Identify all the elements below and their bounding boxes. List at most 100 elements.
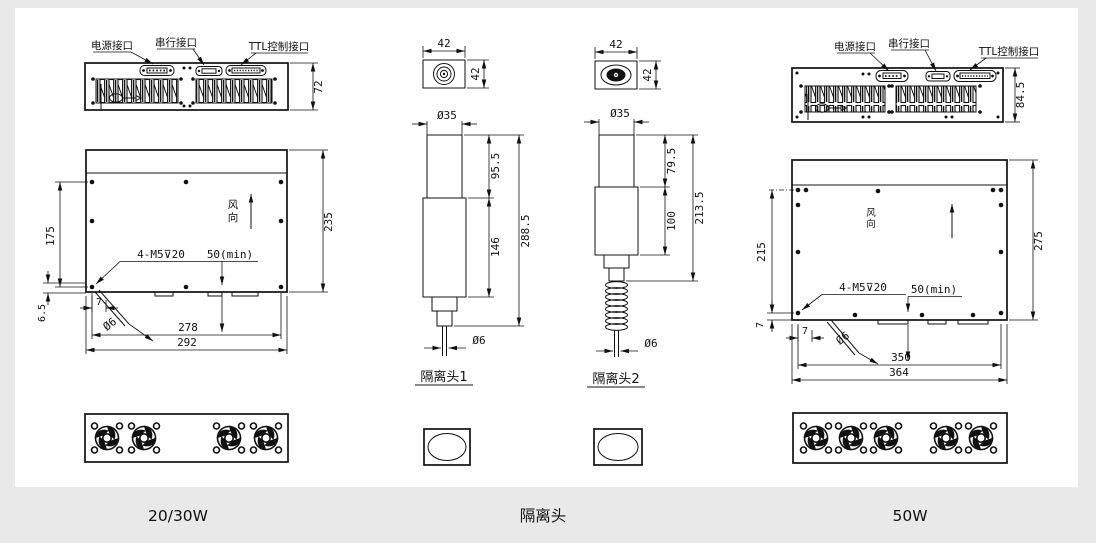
dim-iso2-lower: 100 [665, 211, 678, 231]
vent-grille-right [895, 85, 977, 113]
mount-hole-dots [795, 187, 1004, 318]
svg-text:6.5: 6.5 [37, 304, 48, 322]
dim-2030-bottom-left: 6.5 [37, 271, 86, 322]
dim-50-left-height: 215 [755, 189, 794, 314]
caption-row: 20/30W 隔离头 50W [148, 507, 928, 525]
thread-callout: 4-M5⊽20 [801, 281, 906, 311]
dim-2030-inner-width: 278 [91, 293, 282, 339]
iso2-bottom-view [593, 428, 643, 466]
svg-text:Ø6: Ø6 [101, 315, 119, 333]
dim-iso1-cable: Ø6 [472, 334, 485, 347]
svg-text:215: 215 [755, 242, 768, 262]
iso2-title: 隔离头2 [587, 371, 645, 388]
dim-iso1-upper: 95.5 [489, 153, 502, 180]
svg-text:隔离头2: 隔离头2 [592, 371, 639, 387]
label-serial-port: 串行接口 [888, 37, 930, 50]
caption-isolator: 隔离头 [520, 507, 567, 525]
svg-text:175: 175 [44, 226, 57, 246]
dim-iso1-lower: 146 [489, 237, 502, 257]
svg-text:235: 235 [322, 212, 335, 232]
airflow-label: 风 向 [228, 194, 254, 229]
power-connector-icon [875, 70, 909, 82]
airflow-label: 风 向 [866, 204, 955, 238]
svg-text:风: 风 [866, 208, 876, 219]
unit-50: 电源接口 串行接口 TTL控制接口 [755, 37, 1045, 464]
leader-power [130, 51, 154, 65]
dim-iso2-top-height: 42 [641, 68, 654, 81]
dim-2030-outer-width: 292 [85, 296, 288, 354]
leader-serial [192, 48, 205, 66]
dim-iso1-top-width: 42 [437, 37, 450, 50]
unit-2030: 电源接口 串行接口 TTL控制接口 [37, 36, 335, 463]
dim-iso2-cable: Ø6 [644, 337, 657, 350]
caption-2030w: 20/30W [148, 507, 208, 525]
leader-ttl [240, 52, 257, 66]
svg-text:隔离头1: 隔离头1 [420, 369, 467, 385]
svg-text:350: 350 [891, 351, 911, 364]
svg-text:72: 72 [312, 80, 325, 93]
dim-iso2-barrel: Ø35 [610, 107, 630, 120]
iso1-bottom-view [423, 428, 471, 466]
power-connector-icon [139, 65, 175, 76]
mount-hole-dots [89, 179, 284, 290]
caption-50w: 50W [892, 507, 927, 525]
svg-text:278: 278 [178, 321, 198, 334]
svg-text:风: 风 [228, 199, 239, 211]
dim-50-bottom-left: 7 [755, 301, 792, 332]
svg-text:向: 向 [228, 211, 239, 224]
svg-text:275: 275 [1032, 231, 1045, 251]
hole-callout: Ø6 [94, 289, 154, 342]
vent-screw-dots [795, 71, 1000, 119]
label-power-port: 电源接口 [834, 40, 876, 53]
ttl-connector-icon [953, 70, 997, 82]
cable-spring [605, 281, 628, 331]
label-power-port: 电源接口 [91, 39, 133, 52]
unit-50-bottom-view [792, 412, 1008, 464]
vent-screw-dots [91, 66, 277, 108]
label-serial-port: 串行接口 [155, 36, 197, 49]
svg-text:50(min): 50(min) [911, 283, 957, 296]
unit-2030-front-view: 风 向 175 6.5 [37, 149, 335, 354]
svg-text:364: 364 [889, 366, 909, 379]
leader-ttl [969, 57, 987, 71]
dim-iso1-total: 288.5 [519, 214, 532, 247]
svg-text:4-M5⊽20: 4-M5⊽20 [137, 248, 185, 261]
serial-connector-icon [925, 71, 951, 82]
svg-text:7: 7 [802, 326, 808, 337]
svg-text:4-M5⊽20: 4-M5⊽20 [839, 281, 887, 294]
dim-iso2-total: 213.5 [693, 191, 706, 224]
svg-text:7: 7 [96, 297, 102, 308]
unit-2030-top-view: 电源接口 串行接口 TTL控制接口 [84, 36, 325, 111]
iso2-side-view: Ø35 Ø6 [584, 107, 706, 357]
unit-2030-bottom-view [84, 413, 289, 463]
dim-50-right-height: 275 [1009, 159, 1045, 321]
isolator-head-2: 42 42 Ø35 [584, 38, 706, 466]
svg-text:向: 向 [866, 218, 876, 230]
dim-50-outer-width: 364 [791, 324, 1008, 384]
hole-callout: Ø6 [826, 319, 879, 365]
label-ttl-port: TTL控制接口 [978, 45, 1040, 58]
isolator-head-1: 42 42 Ø35 Ø6 95.5 [412, 37, 532, 466]
serial-connector-icon [195, 66, 223, 76]
dim-50-inner-width: 350 [797, 324, 1002, 369]
dim-iso1-top-height: 42 [469, 67, 482, 80]
iso1-title: 隔离头1 [415, 369, 473, 386]
clearance-callout: 50(min) [204, 248, 258, 332]
dim-2030-right-height: 235 [289, 149, 335, 293]
unit-50-top-view: 电源接口 串行接口 TTL控制接口 [791, 37, 1040, 123]
svg-text:84.5: 84.5 [1014, 82, 1027, 109]
orientation-mark [100, 84, 143, 109]
svg-text:7: 7 [755, 322, 766, 328]
dim-2030-left-height: 175 [44, 181, 88, 288]
ttl-connector-icon [225, 65, 267, 76]
orientation-mark [807, 94, 848, 120]
vent-grille-right [195, 78, 273, 104]
dim-iso2-upper: 79.5 [665, 148, 678, 175]
iso2-top-view: 42 42 [594, 38, 661, 90]
clearance-callout: 50(min) [905, 283, 962, 360]
unit-50-front-view: 风 向 215 7 275 [755, 159, 1045, 384]
iso1-top-view: 42 42 [422, 37, 489, 89]
dim-2030-top-height: 72 [290, 62, 325, 111]
